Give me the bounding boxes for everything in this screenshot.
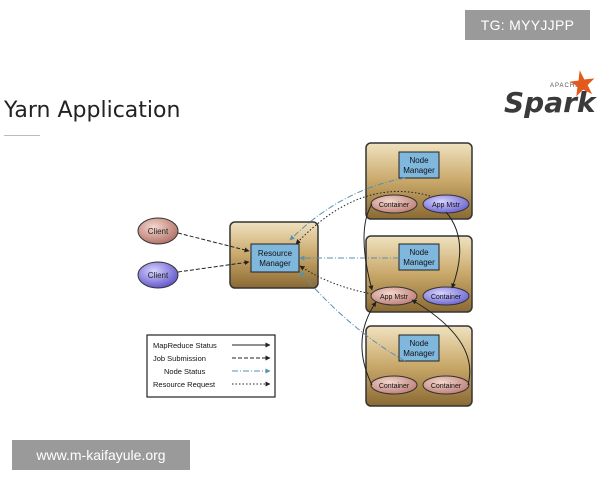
client-node-1: Client — [137, 217, 179, 245]
node-manager-box-2: Node Manager App Mstr Container — [365, 235, 473, 313]
rm-label-line1: Resource — [258, 249, 293, 258]
resource-manager-box: Resource Manager — [229, 221, 319, 289]
legend-label-1: MapReduce Status — [153, 341, 217, 350]
watermark-badge: www.m-kaifayule.org — [12, 440, 190, 470]
tg-badge: TG: MYYJJPP — [465, 10, 590, 40]
legend-label-2: Job Submission — [153, 354, 206, 363]
title-underline — [4, 135, 40, 136]
svg-text:App Mstr: App Mstr — [380, 294, 409, 301]
legend-label-4: Resource Request — [153, 380, 216, 389]
node-status-arrow-1 — [289, 177, 406, 241]
mapreduce-status-arrow-1 — [363, 203, 374, 291]
node-manager-box-1: Node Manager Container App Mstr — [365, 142, 473, 220]
resource-request-arrow-2 — [299, 265, 373, 295]
svg-text:Container: Container — [431, 383, 462, 390]
svg-text:Container: Container — [379, 202, 410, 209]
logo-small-text: APACHE — [550, 83, 580, 89]
svg-text:Node: Node — [409, 339, 429, 348]
node-status-arrow-3 — [299, 271, 406, 362]
page-title: Yarn Application — [4, 98, 181, 123]
svg-text:Container: Container — [431, 294, 462, 301]
spark-logo: APACHE Spark — [504, 70, 598, 119]
job-submission-arrow-1 — [177, 232, 250, 253]
rm-label-line2: Manager — [259, 259, 291, 268]
client-node-2: Client — [137, 261, 179, 289]
svg-text:App Mstr: App Mstr — [432, 202, 461, 209]
svg-text:Manager: Manager — [403, 166, 435, 175]
mapreduce-status-arrow-4 — [445, 211, 461, 289]
svg-text:Node: Node — [409, 248, 429, 257]
client-label-1: Client — [148, 227, 169, 236]
logo-word: Spark — [504, 86, 598, 119]
client-label-2: Client — [148, 271, 169, 280]
legend: MapReduce Status Job Submission Node Sta… — [146, 334, 276, 398]
svg-text:Node: Node — [409, 156, 429, 165]
mapreduce-status-arrow-3 — [411, 299, 471, 386]
svg-text:Manager: Manager — [403, 258, 435, 267]
star-icon — [569, 70, 595, 97]
legend-label-3: Node Status — [164, 367, 206, 376]
svg-text:Manager: Manager — [403, 349, 435, 358]
node-manager-box-3: Node Manager Container Container — [365, 325, 473, 407]
resource-request-arrow-1 — [295, 190, 431, 245]
mapreduce-status-arrow-2 — [361, 301, 377, 386]
svg-text:Container: Container — [379, 383, 410, 390]
